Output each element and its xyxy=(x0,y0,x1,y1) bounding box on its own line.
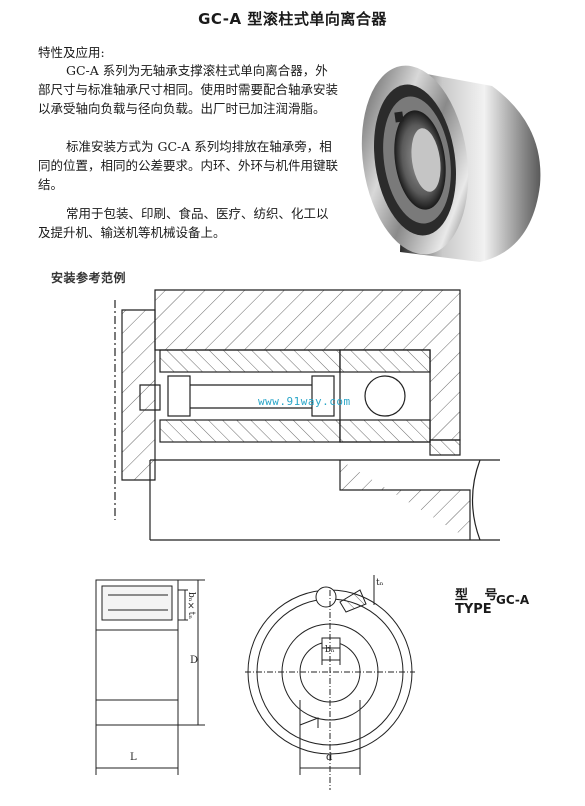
type-label-english: TYPE xyxy=(455,602,492,617)
type-value: GC-A xyxy=(496,593,530,607)
paragraph-1-text: GC-A 系列为无轴承支撑滚柱式单向离合器，外部尺寸与标准轴承尺寸相同。使用时需… xyxy=(38,63,339,116)
type-label-chinese: 型 号 xyxy=(455,588,504,603)
paragraph-3-text: 常用于包装、印刷、食品、医疗、纺织、化工以及提升机、输送机等机械设备上。 xyxy=(38,206,329,240)
dim-label-L: L xyxy=(130,752,137,763)
dim-label-d: d xyxy=(326,752,333,763)
dim-label-D: D xyxy=(190,655,199,666)
description-paragraph-1: GC-A 系列为无轴承支撑滚柱式单向离合器，外部尺寸与标准轴承尺寸相同。使用时需… xyxy=(38,61,338,118)
watermark-text: www.91way.com xyxy=(258,395,351,408)
features-heading: 特性及应用: xyxy=(38,45,105,60)
dim-label-bn: bₙ xyxy=(325,645,335,655)
description-paragraph-3: 常用于包装、印刷、食品、医疗、纺织、化工以及提升机、输送机等机械设备上。 xyxy=(38,204,338,242)
dim-label-bn-tn: bₙ×tₙ xyxy=(186,592,196,620)
installation-heading: 安装参考范例 xyxy=(51,271,127,285)
description-paragraph-2: 标准安装方式为 GC-A 系列均排放在轴承旁，相同的位置，相同的公差要求。内环、… xyxy=(38,137,338,194)
paragraph-2-text: 标准安装方式为 GC-A 系列均排放在轴承旁，相同的位置，相同的公差要求。内环、… xyxy=(38,139,339,192)
dim-label-tn: tₙ xyxy=(376,578,384,588)
page-title: GC-A 型滚柱式单向离合器 xyxy=(198,10,387,28)
